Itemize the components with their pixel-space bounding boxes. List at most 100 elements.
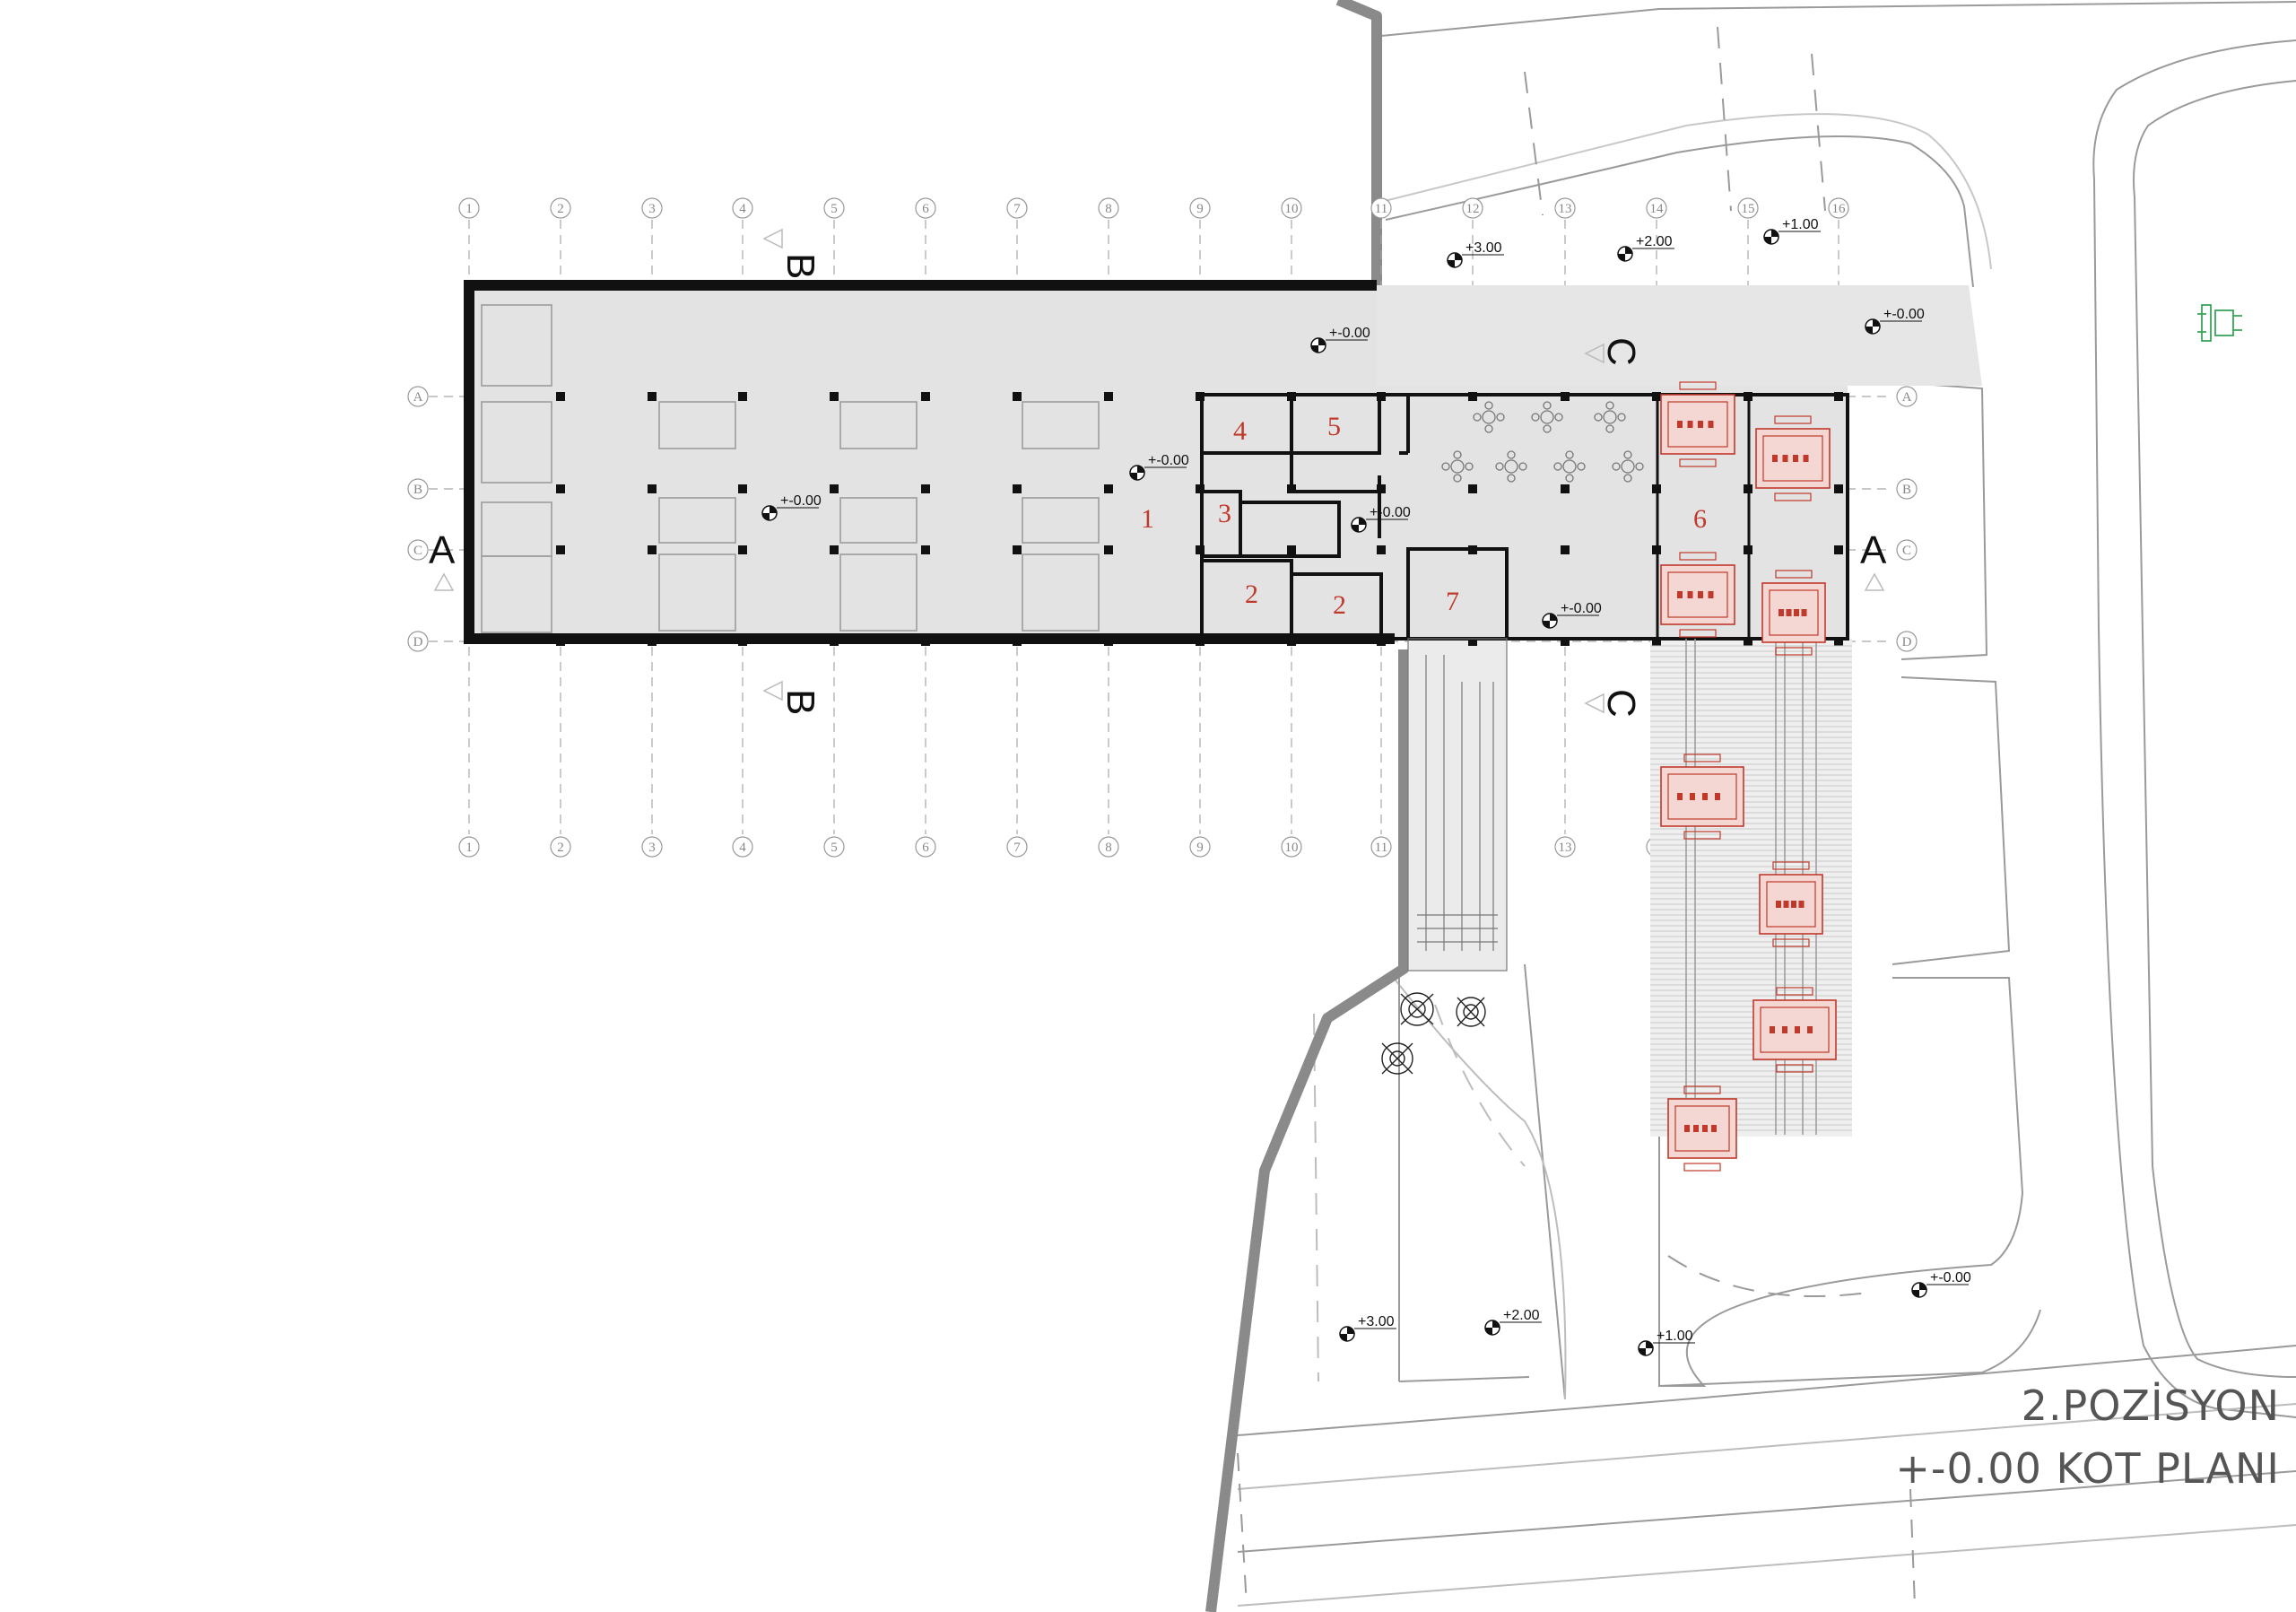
grid-bubble-col-top: 1 [458, 197, 480, 219]
column [648, 637, 657, 646]
column [1287, 545, 1296, 554]
column [1287, 637, 1296, 646]
room-7: 7 [1446, 587, 1459, 616]
svg-text:+3.00: +3.00 [1465, 240, 1502, 256]
column [648, 545, 657, 554]
level-marker: +-0.00 [1129, 453, 1189, 481]
column [921, 392, 930, 401]
column [1561, 392, 1570, 401]
section-b-top: B [778, 253, 822, 279]
svg-text:4: 4 [739, 841, 746, 855]
column [738, 637, 747, 646]
grid-bubble-row-right: A [1896, 386, 1918, 407]
column [1287, 484, 1296, 493]
room-2-west: 2 [1245, 579, 1258, 609]
svg-text:16: 16 [1832, 202, 1847, 216]
svg-text:15: 15 [1742, 202, 1755, 216]
terrain-edge [1205, 0, 1409, 1612]
pavilion [1759, 861, 1823, 947]
column [1468, 637, 1477, 646]
level-marker: +3.00 [1447, 240, 1504, 268]
level-marker: +-0.00 [1865, 307, 1925, 335]
grid-bubble-col-top: 10 [1281, 197, 1302, 219]
grid-bubble-row-left: A [407, 386, 429, 407]
svg-text:9: 9 [1196, 202, 1204, 216]
column [1013, 637, 1022, 646]
grid-bubble-col-top: 14 [1646, 197, 1667, 219]
section-a-left: A [429, 528, 456, 572]
column [556, 392, 565, 401]
svg-text:+2.00: +2.00 [1636, 234, 1673, 249]
cafe-table [1441, 450, 1474, 483]
trees [1381, 992, 1486, 1075]
level-marker: +-0.00 [1310, 326, 1370, 353]
room-4: 4 [1233, 416, 1247, 446]
grid-bubble-col-top: 6 [915, 197, 936, 219]
structural-columns [556, 392, 1843, 646]
svg-text:D: D [1902, 635, 1912, 649]
room-1: 1 [1141, 504, 1154, 534]
section-c-top: C [1599, 337, 1643, 366]
pavilion [1752, 987, 1837, 1073]
column [1468, 484, 1477, 493]
level-marker: +1.00 [1763, 217, 1821, 245]
grid-bubble-col-bottom: 10 [1281, 836, 1302, 858]
pavilion [1667, 1085, 1737, 1172]
column [1468, 392, 1477, 401]
column [1196, 545, 1205, 554]
level-marker: +-0.00 [761, 493, 822, 521]
exhibition-pavilions [1660, 381, 1837, 1172]
svg-text:+3.00: +3.00 [1358, 1314, 1395, 1329]
level-markers: +3.00 +2.00 +1.00 +-0.00 +-0.00 +-0.00 +-0.00 +… [761, 217, 1971, 1356]
svg-text:1: 1 [465, 841, 473, 855]
cafe-table [1612, 450, 1644, 483]
grid-bubble-col-bottom: 5 [823, 836, 845, 858]
column [1744, 637, 1752, 646]
room-numbers: 1 2 2 3 4 5 6 7 [1141, 412, 1707, 620]
svg-text:11: 11 [1375, 841, 1387, 855]
section-markers: B B A A C C [429, 228, 1887, 718]
grid-bubble-col-bottom: 9 [1189, 836, 1211, 858]
svg-text:C: C [1902, 544, 1911, 558]
parking-bays [481, 304, 1100, 633]
grid-bubble-col-top: 13 [1554, 197, 1576, 219]
grid-bubble-col-top: 7 [1006, 197, 1028, 219]
drawing-title: 2.POZİSYON [2021, 1381, 2280, 1430]
column [1468, 545, 1477, 554]
svg-text:8: 8 [1105, 841, 1112, 855]
column [830, 637, 839, 646]
svg-text:+-0.00: +-0.00 [1930, 1270, 1971, 1285]
column [1104, 545, 1113, 554]
grid-bubble-col-bottom: 11 [1370, 836, 1392, 858]
grid-bubble-col-bottom: 3 [641, 836, 663, 858]
svg-text:7: 7 [1013, 202, 1021, 216]
section-a-right: A [1860, 528, 1887, 572]
pavilion [1755, 415, 1831, 501]
column [1652, 637, 1661, 646]
svg-text:1: 1 [465, 202, 473, 216]
svg-text:6: 6 [922, 841, 929, 855]
grid-bubble-row-left: D [407, 631, 429, 652]
column [1013, 484, 1022, 493]
column [1834, 484, 1843, 493]
svg-text:3: 3 [648, 202, 656, 216]
south-stair [1407, 638, 1508, 972]
column [1834, 637, 1843, 646]
room-3: 3 [1218, 499, 1231, 528]
column [1377, 637, 1386, 646]
svg-text:3: 3 [648, 841, 656, 855]
drawing-subtitle: +-0.00 KOT PLANI [1895, 1444, 2280, 1493]
svg-text:+-0.00: +-0.00 [1370, 505, 1411, 520]
grid-bubble-row-left: C [407, 539, 429, 561]
column [1287, 392, 1296, 401]
grid-bubble-col-top: 9 [1189, 197, 1211, 219]
svg-text:C: C [413, 544, 422, 558]
level-marker: +-0.00 [1911, 1270, 1971, 1298]
column [1652, 545, 1661, 554]
grid-bubble-col-bottom: 2 [550, 836, 571, 858]
svg-text:13: 13 [1559, 841, 1572, 855]
svg-text:+2.00: +2.00 [1503, 1308, 1540, 1323]
column [1834, 392, 1843, 401]
grid-bubble-row-right: C [1896, 539, 1918, 561]
